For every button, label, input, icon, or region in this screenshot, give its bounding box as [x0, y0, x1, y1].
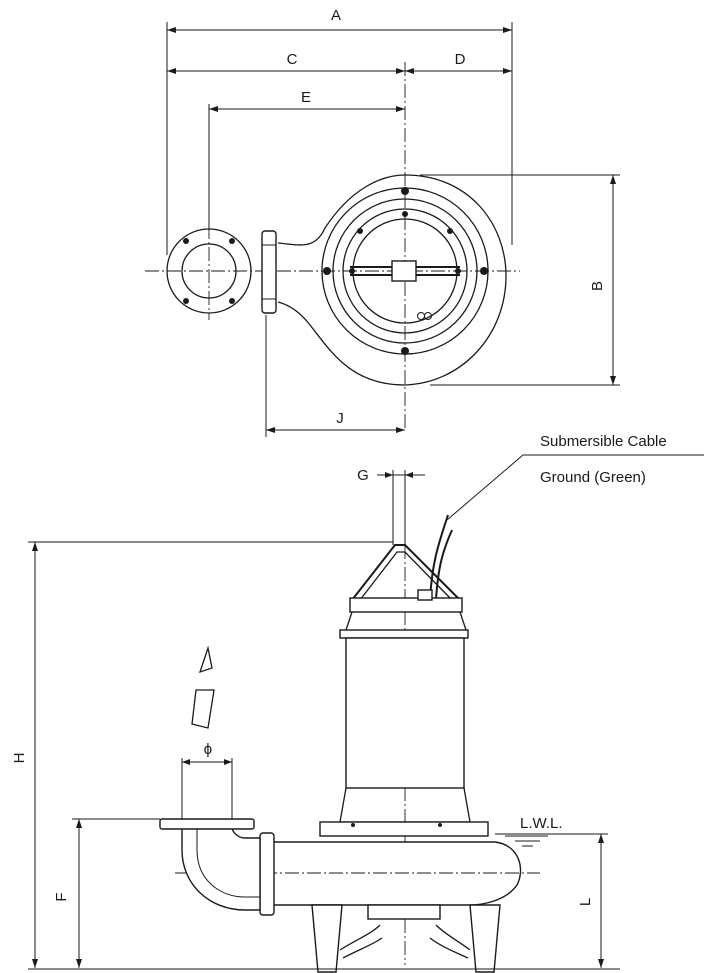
dimension-label-l: L — [577, 898, 594, 906]
dimension-label-phi: ϕ — [204, 741, 212, 758]
discharge-flange-plan — [261, 230, 277, 314]
dimension-label-b: B — [589, 281, 606, 291]
dimension-l: L — [495, 833, 608, 968]
dimension-label-f: F — [53, 892, 70, 901]
ground-label: Ground (Green) — [540, 469, 646, 486]
motor-body-circle — [342, 208, 468, 334]
dimension-label-g: G — [357, 467, 369, 484]
dimension-label-j: J — [336, 410, 344, 427]
outlet-flange-elevation — [159, 818, 255, 830]
lifting-handle — [351, 544, 461, 601]
dimension-b: B — [420, 174, 620, 386]
dimension-h: H — [11, 541, 393, 968]
dimension-label-d: D — [455, 51, 466, 68]
dimension-label-h: H — [11, 753, 28, 764]
motor-bottom-flange — [319, 821, 489, 837]
motor-top-flange — [339, 629, 469, 639]
cable-callout: Submersible Cable Ground (Green) — [429, 433, 704, 601]
low-water-level-mark: L.W.L. — [505, 815, 563, 847]
dimension-phi: ϕ — [181, 741, 233, 819]
dimension-f: F — [53, 818, 160, 968]
strainer-plate — [367, 904, 441, 920]
submersible-cable — [429, 514, 449, 601]
volute-casing-elevation — [271, 841, 522, 906]
flow-arrow — [191, 645, 215, 729]
discharge-flange-elevation — [259, 832, 275, 916]
dimension-a: A — [166, 7, 513, 255]
pump-leg-right — [469, 904, 501, 973]
dimension-label-c: C — [287, 51, 298, 68]
dimension-label-a: A — [331, 7, 341, 24]
motor-cap — [349, 597, 463, 613]
lwl-label: L.W.L. — [520, 815, 563, 832]
motor-frame — [345, 637, 465, 789]
elevation-view: G Submersible Cable Ground (Green) — [11, 433, 704, 973]
dimension-label-e: E — [301, 89, 311, 106]
dimension-e: E — [208, 89, 405, 230]
dimension-g: G — [357, 467, 425, 545]
dimension-c-d: C D — [167, 51, 512, 74]
volute-casing — [277, 174, 507, 386]
submersible-cable-label: Submersible Cable — [540, 433, 667, 450]
dimension-j: J — [265, 315, 405, 437]
pump-leg-left — [311, 904, 343, 973]
plan-view: A C D E — [145, 7, 620, 437]
discharge-elbow — [181, 826, 261, 911]
